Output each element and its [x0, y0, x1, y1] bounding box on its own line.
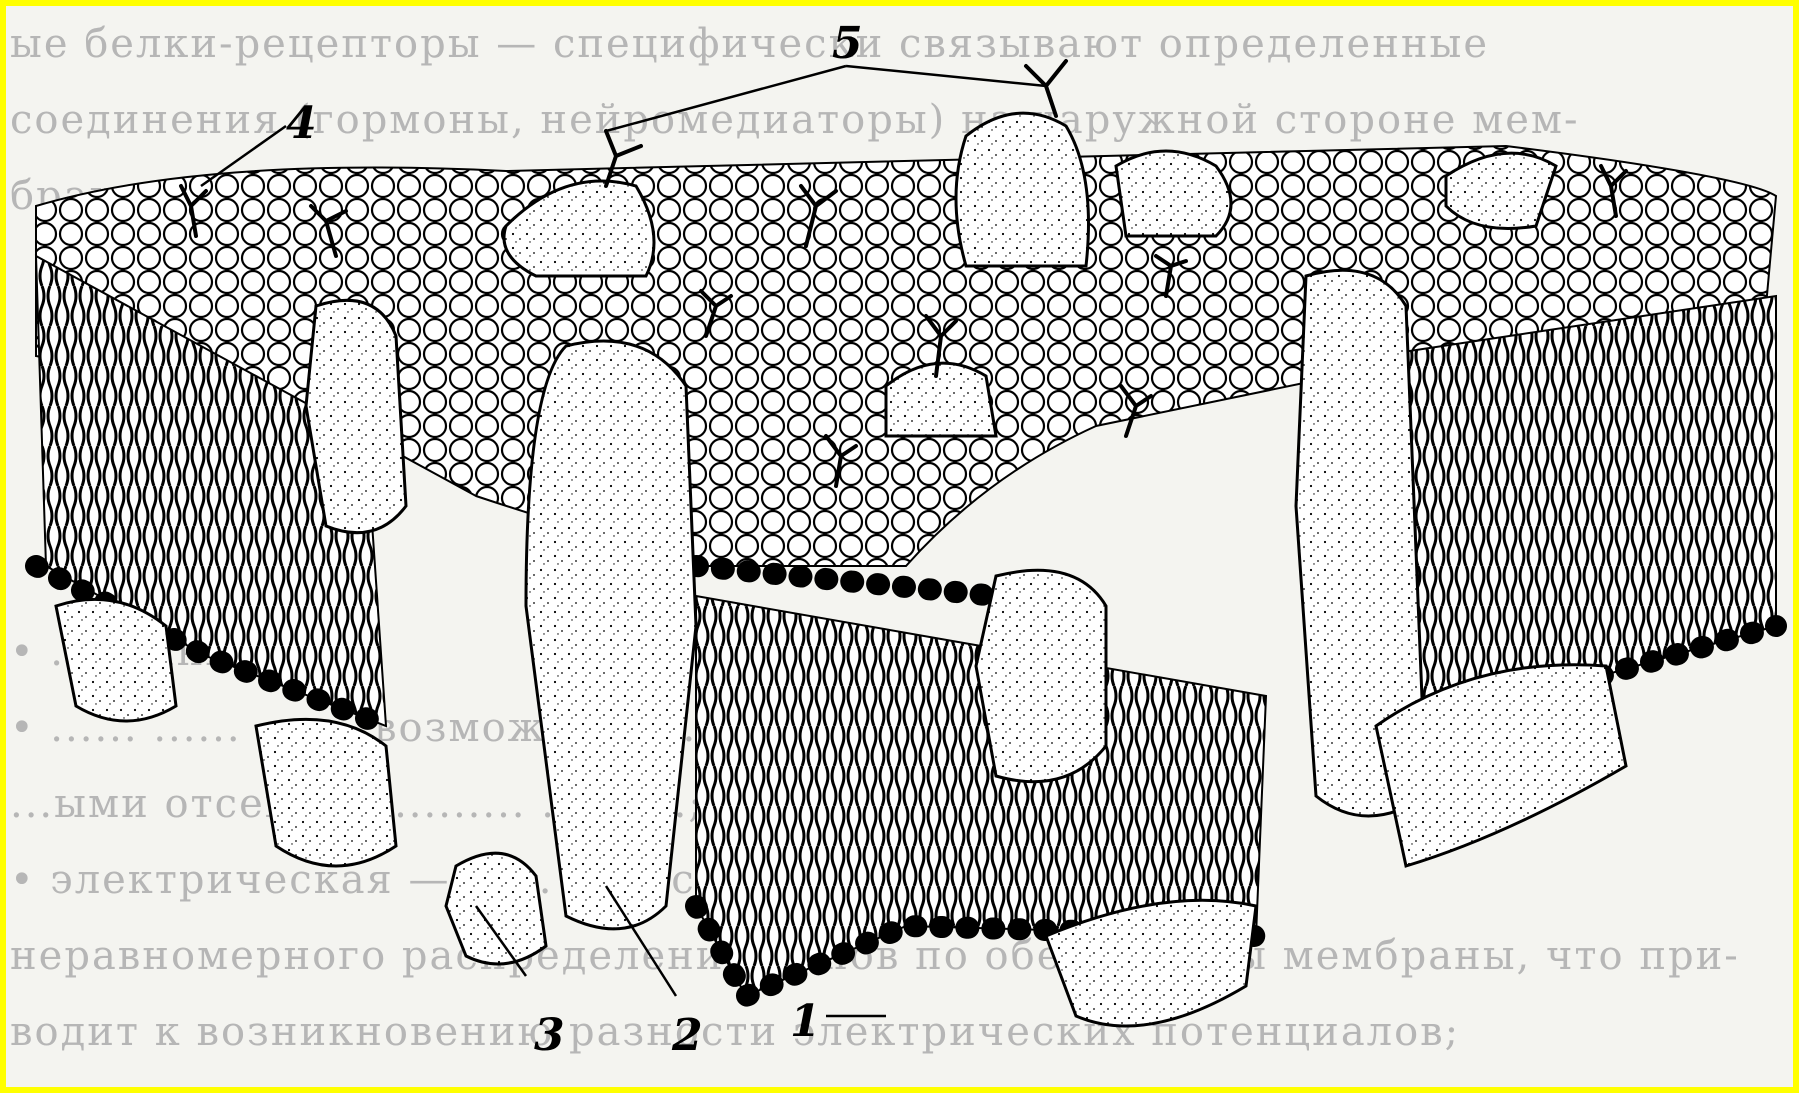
membrane-diagram — [6, 6, 1793, 1087]
label-5: 5 — [832, 18, 863, 69]
label-4: 4 — [286, 98, 317, 149]
bilayer-right-slab — [1376, 296, 1776, 726]
peripheral-protein — [446, 853, 546, 964]
peripheral-protein-lower — [256, 719, 396, 866]
figure-frame: ые белки-рецепторы — специфически связыв… — [6, 6, 1793, 1087]
label-3: 3 — [534, 1010, 565, 1061]
surface-protein-middle — [886, 363, 996, 436]
label-1: 1 — [790, 996, 821, 1047]
label-2: 2 — [672, 1010, 703, 1061]
surface-protein-back — [1116, 151, 1231, 236]
transmembrane-protein — [526, 341, 696, 929]
integral-protein-left — [306, 300, 406, 532]
surface-protein-right — [956, 113, 1089, 266]
integral-protein-center — [976, 570, 1106, 781]
